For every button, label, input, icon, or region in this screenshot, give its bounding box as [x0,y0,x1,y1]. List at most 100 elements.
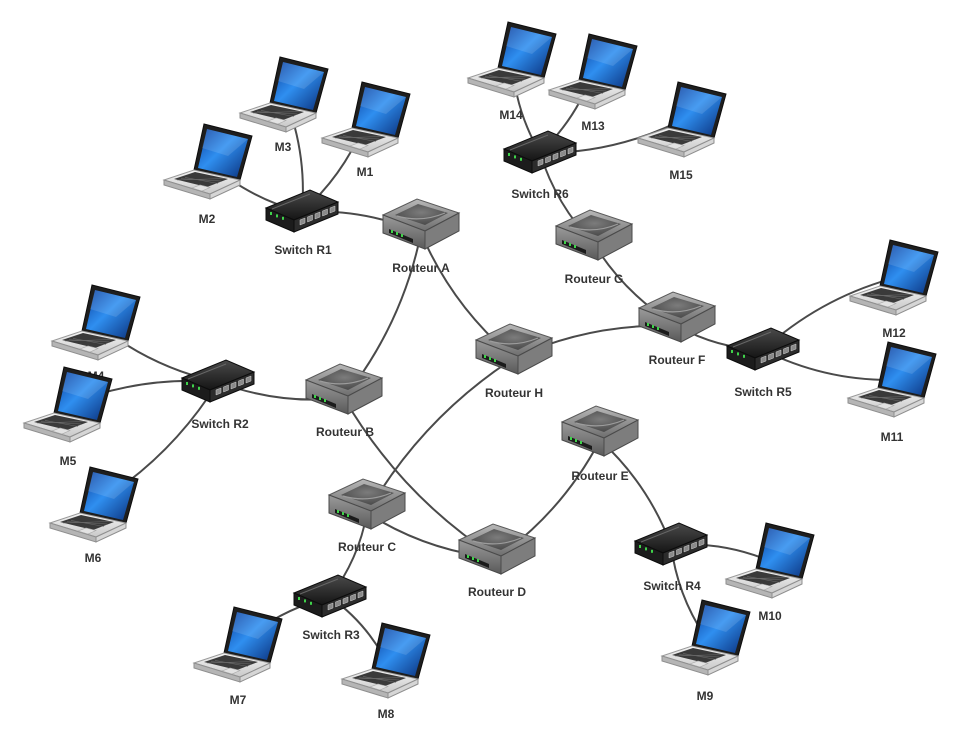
status-led [276,214,278,218]
status-led [186,382,188,385]
laptop-m12-icon[interactable] [848,239,939,316]
status-led [198,386,200,390]
laptop-m12-label: M12 [882,326,906,340]
status-led [639,545,641,548]
laptop-m7-label: M7 [230,693,247,707]
status-led [508,153,510,156]
laptop-m14-icon[interactable] [466,21,557,98]
status-led [270,212,272,215]
status-led [298,597,300,600]
laptop-m8-icon[interactable] [340,622,431,699]
laptop-m9-label: M9 [697,689,714,703]
router-b-label: Routeur B [316,425,374,439]
laptop-m11-icon[interactable] [846,341,937,418]
switch-r4-label: Switch R4 [643,579,701,593]
laptop-m3-label: M3 [275,140,292,154]
laptop-m6-label: M6 [85,551,102,565]
status-led [651,549,653,553]
status-led [319,397,321,400]
laptop-m1-label: M1 [357,165,374,179]
status-led [494,359,496,362]
status-led [743,354,745,358]
laptop-m13-icon[interactable] [547,33,638,110]
status-led [391,230,393,233]
router-c-label: Routeur C [338,540,396,554]
status-led [489,357,491,360]
status-led [657,327,659,330]
router-f-label: Routeur F [649,353,706,367]
status-led [347,514,349,517]
status-led [342,512,344,515]
router-h-icon[interactable] [474,323,554,375]
status-led [731,350,733,353]
status-led [570,437,572,440]
switch-r3-label: Switch R3 [302,628,360,642]
switch-r2-icon[interactable] [180,359,256,403]
status-led [472,557,474,560]
status-led [580,441,582,444]
status-led [514,155,516,159]
laptop-m15-icon[interactable] [636,81,727,158]
laptop-m5-icon[interactable] [22,366,113,443]
switch-r3-icon[interactable] [292,574,368,618]
laptop-m10-icon[interactable] [724,522,815,599]
status-led [737,352,739,356]
status-led [652,325,654,328]
laptop-m1-icon[interactable] [320,81,411,158]
router-e-label: Routeur E [571,469,628,483]
nodes-layer: M1M2M3M4M5M6M7M8M9M10M11M12M13M14M15Swit… [22,21,939,721]
laptop-m13-label: M13 [581,119,605,133]
laptop-m10-label: M10 [758,609,782,623]
router-g-label: Routeur G [565,272,624,286]
laptop-m11-label: M11 [881,430,904,444]
status-led [396,232,398,235]
status-led [647,323,649,326]
status-led [477,559,479,562]
laptop-m14-label: M14 [499,108,523,122]
status-led [401,234,403,237]
router-g-icon[interactable] [554,209,634,261]
switch-r1-label: Switch R1 [274,243,332,257]
status-led [192,384,194,388]
laptop-m8-label: M8 [378,707,395,721]
laptop-m4-icon[interactable] [50,284,141,361]
router-e-icon[interactable] [560,405,640,457]
status-led [645,547,647,551]
laptop-m2-icon[interactable] [162,123,253,200]
laptop-m7-icon[interactable] [192,606,283,683]
switch-r6-icon[interactable] [502,130,578,174]
router-a-icon[interactable] [381,198,461,250]
status-led [484,355,486,358]
status-led [310,601,312,605]
status-led [337,510,339,513]
switch-r5-icon[interactable] [725,327,801,371]
status-led [324,399,326,402]
router-d-label: Routeur D [468,585,526,599]
switch-r2-label: Switch R2 [191,417,249,431]
laptop-m9-icon[interactable] [660,599,751,676]
laptop-m6-icon[interactable] [48,466,139,543]
router-b-icon[interactable] [304,363,384,415]
laptop-m2-label: M2 [199,212,216,226]
router-c-icon[interactable] [327,478,407,530]
switch-r1-icon[interactable] [264,189,340,233]
status-led [564,241,566,244]
switch-r4-icon[interactable] [633,522,709,566]
status-led [282,216,284,220]
router-h-label: Routeur H [485,386,543,400]
switch-r5-label: Switch R5 [734,385,792,399]
status-led [575,439,577,442]
status-led [304,599,306,603]
status-led [520,157,522,161]
status-led [467,555,469,558]
link-e-r4 [599,439,672,546]
router-d-icon[interactable] [457,523,537,575]
switch-r6-label: Switch R6 [511,187,569,201]
router-f-icon[interactable] [637,291,717,343]
router-a-label: Routeur A [392,261,450,275]
status-led [574,245,576,248]
status-led [569,243,571,246]
status-led [314,395,316,398]
laptop-m3-icon[interactable] [238,56,329,133]
